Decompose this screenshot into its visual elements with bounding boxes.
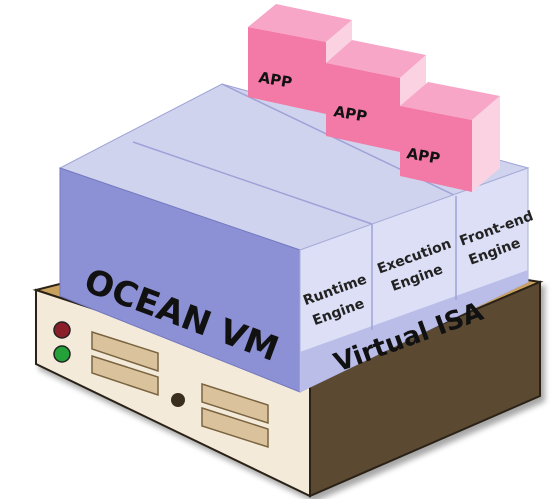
app-3-front [400, 106, 472, 192]
drive-bay-1 [91, 330, 159, 373]
app-3-top [400, 82, 500, 120]
app-2-top [326, 40, 426, 78]
app-2-label: APP [332, 102, 368, 126]
drive-bay-2 [91, 354, 159, 397]
drive-bay-4 [201, 406, 269, 449]
app-1-label: APP [257, 68, 293, 92]
app-cube-3: APP [400, 82, 500, 192]
vm-top-divider-1 [132, 141, 373, 225]
virtual-isa-band [300, 270, 528, 392]
server-button [171, 393, 185, 407]
app-3-side [472, 96, 500, 192]
power-led-green [53, 345, 71, 363]
server-front-panel [53, 321, 269, 449]
app-1-top [248, 4, 352, 42]
app-2-front [326, 63, 400, 152]
app-1-front [248, 27, 326, 114]
vm-block [58, 83, 530, 393]
server-side [309, 280, 541, 498]
power-led-red [53, 321, 71, 339]
drive-bay-3 [201, 382, 269, 425]
app-3-label: APP [405, 144, 441, 168]
